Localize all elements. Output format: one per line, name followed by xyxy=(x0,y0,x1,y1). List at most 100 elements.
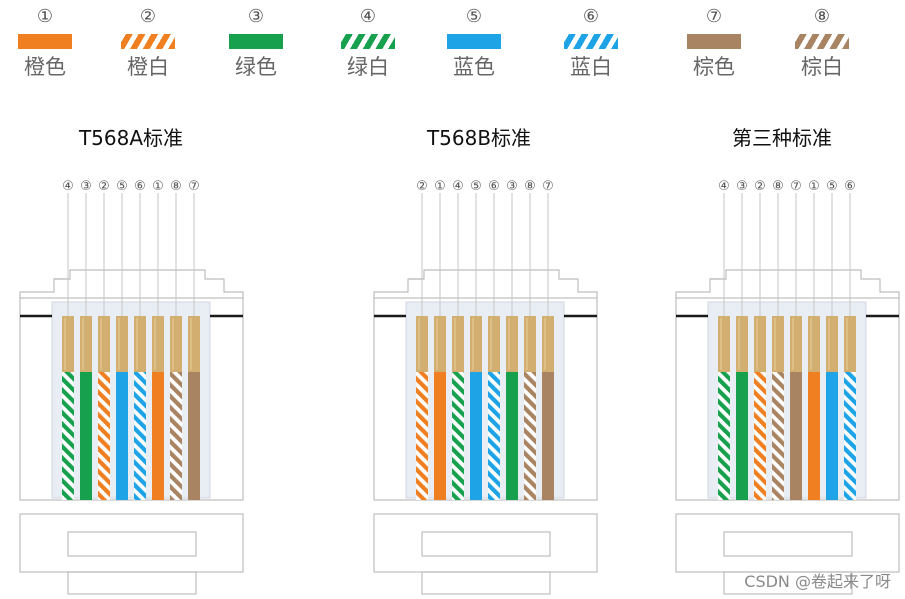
legend-item: ⑧ 棕白 xyxy=(782,6,862,80)
pin-number-label: ⑤ xyxy=(470,179,482,194)
legend-striped-swatch xyxy=(564,34,618,49)
legend-item: ① 橙色 xyxy=(5,6,85,80)
legend-label: 棕色 xyxy=(693,55,735,79)
legend-number: ⑤ xyxy=(465,6,483,27)
pin-number-label: ⑤ xyxy=(826,179,838,194)
pin-number-label: ⑦ xyxy=(188,179,200,194)
copper-contact xyxy=(80,316,92,372)
legend-label: 橙白 xyxy=(127,55,169,79)
legend-solid-swatch xyxy=(229,34,283,49)
copper-contact xyxy=(116,316,128,372)
wire-棕色 xyxy=(790,372,802,500)
wire-绿白 xyxy=(452,372,464,500)
wire-蓝白 xyxy=(844,372,856,500)
pin-number-label: ⑧ xyxy=(170,179,182,194)
legend-number: ⑦ xyxy=(705,6,723,27)
wire-橙色 xyxy=(434,372,446,500)
wire-橙白 xyxy=(754,372,766,500)
connector-top-outline xyxy=(19,269,244,298)
connector-top-outline xyxy=(373,269,598,298)
legend-item: ② 橙白 xyxy=(108,6,188,80)
legend-solid-swatch xyxy=(18,34,72,49)
legend-number: ② xyxy=(139,6,157,27)
pin-number-label: ③ xyxy=(736,179,748,194)
connector-body-outline xyxy=(675,297,900,501)
legend-label: 橙色 xyxy=(24,55,66,79)
wire-绿色 xyxy=(736,372,748,500)
pin-number-label: ① xyxy=(434,179,446,194)
wire-绿色 xyxy=(80,372,92,500)
wire-棕色 xyxy=(542,372,554,500)
legend-striped-swatch xyxy=(121,34,175,49)
copper-contact xyxy=(170,316,182,372)
pin-number-label: ⑥ xyxy=(844,179,856,194)
wire-绿色 xyxy=(506,372,518,500)
copper-contact xyxy=(542,316,554,372)
pin-number-label: ③ xyxy=(80,179,92,194)
pin-number-label: ④ xyxy=(718,179,730,194)
copper-contact xyxy=(790,316,802,372)
copper-contact xyxy=(844,316,856,372)
wire-绿白 xyxy=(718,372,730,500)
wire-棕白 xyxy=(524,372,536,500)
connector-top-outline xyxy=(675,269,900,298)
wire-橙色 xyxy=(808,372,820,500)
legend-number: ① xyxy=(36,6,54,27)
pin-number-label: ⑧ xyxy=(772,179,784,194)
copper-contact xyxy=(808,316,820,372)
legend-number: ③ xyxy=(247,6,265,27)
legend-item: ⑦ 棕色 xyxy=(674,6,754,80)
legend-item: ⑤ 蓝色 xyxy=(434,6,514,80)
legend-striped-swatch xyxy=(341,34,395,49)
connector-latch-base xyxy=(373,513,598,573)
legend-number: ⑥ xyxy=(582,6,600,27)
legend-label: 蓝色 xyxy=(453,55,495,79)
pin-number-label: ③ xyxy=(506,179,518,194)
pin-number-label: ② xyxy=(416,179,428,194)
wire-蓝色 xyxy=(116,372,128,500)
copper-contact xyxy=(188,316,200,372)
copper-contact xyxy=(754,316,766,372)
pin-number-label: ② xyxy=(754,179,766,194)
copper-contact xyxy=(718,316,730,372)
copper-contact xyxy=(434,316,446,372)
wire-蓝白 xyxy=(134,372,146,500)
wire-棕白 xyxy=(772,372,784,500)
copper-contact xyxy=(826,316,838,372)
wire-棕色 xyxy=(188,372,200,500)
connector-latch-base xyxy=(675,513,900,573)
wire-棕白 xyxy=(170,372,182,500)
copper-contact xyxy=(134,316,146,372)
pin-number-label: ① xyxy=(808,179,820,194)
legend-label: 棕白 xyxy=(801,55,843,79)
copper-contact xyxy=(416,316,428,372)
wire-橙色 xyxy=(152,372,164,500)
standard-title-t568b: T568B标准 xyxy=(426,126,532,150)
copper-contact xyxy=(524,316,536,372)
copper-contact xyxy=(62,316,74,372)
pin-number-label: ② xyxy=(98,179,110,194)
legend-number: ⑧ xyxy=(813,6,831,27)
pin-number-label: ⑧ xyxy=(524,179,536,194)
copper-contact xyxy=(772,316,784,372)
connector-body-outline xyxy=(19,297,244,501)
pin-number-label: ⑥ xyxy=(134,179,146,194)
connector-body-outline xyxy=(373,297,598,501)
pin-number-label: ④ xyxy=(62,179,74,194)
wire-蓝白 xyxy=(488,372,500,500)
connector-latch-slot xyxy=(723,531,853,557)
connector-latch-tab xyxy=(421,571,551,595)
connector-latch-base xyxy=(19,513,244,573)
connector-latch-tab xyxy=(723,571,853,595)
pin-number-label: ⑦ xyxy=(790,179,802,194)
watermark: CSDN @卷起来了呀 xyxy=(744,572,891,591)
copper-contact xyxy=(470,316,482,372)
pin-number-label: ④ xyxy=(452,179,464,194)
